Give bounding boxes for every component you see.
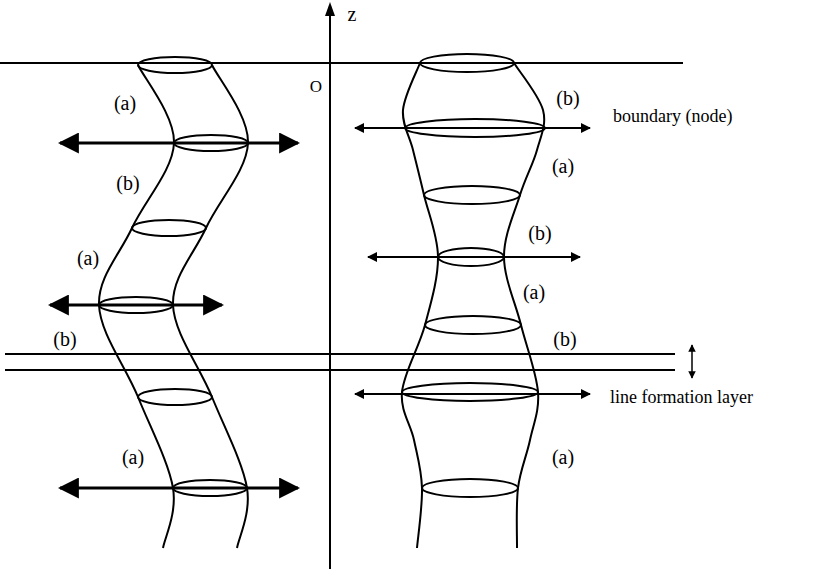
axis-label: z xyxy=(348,4,357,24)
tube-cross-section xyxy=(420,54,514,72)
oscillation-arrow xyxy=(50,304,222,307)
oscillation-arrow xyxy=(355,393,590,395)
tube-cross-section xyxy=(402,383,538,401)
mode-label: (b) xyxy=(116,173,139,193)
layer-thickness-arrow xyxy=(691,345,693,378)
mode-label: (a) xyxy=(552,156,574,176)
mode-label: (b) xyxy=(553,329,576,349)
mode-label: (a) xyxy=(523,282,545,302)
mode-label: (a) xyxy=(114,93,136,113)
mode-label: (a) xyxy=(122,447,144,467)
z-axis xyxy=(329,10,331,569)
oscillation-arrow xyxy=(368,256,580,258)
layer-line xyxy=(5,369,675,371)
oscillation-arrow xyxy=(355,127,590,129)
boundary-line xyxy=(0,62,683,64)
mode-label: (a) xyxy=(552,447,574,467)
axis-arrowhead xyxy=(325,2,335,16)
tube-cross-section xyxy=(425,316,521,334)
boundary-label: boundary (node) xyxy=(613,107,732,125)
tube-cross-section xyxy=(422,479,518,497)
oscillation-arrow xyxy=(60,487,298,490)
layer-line xyxy=(5,353,675,355)
oscillation-arrow xyxy=(60,142,298,145)
mode-label: (b) xyxy=(528,223,551,243)
mode-label: (b) xyxy=(53,329,76,349)
tube-cross-section xyxy=(424,186,520,204)
mode-label: (a) xyxy=(77,248,99,268)
tube-cross-section xyxy=(132,220,206,236)
tube-cross-section xyxy=(138,57,212,73)
mode-label: (b) xyxy=(556,88,579,108)
tube-cross-section xyxy=(138,389,212,405)
layer-label: line formation layer xyxy=(610,388,753,406)
origin-label: O xyxy=(310,78,322,95)
